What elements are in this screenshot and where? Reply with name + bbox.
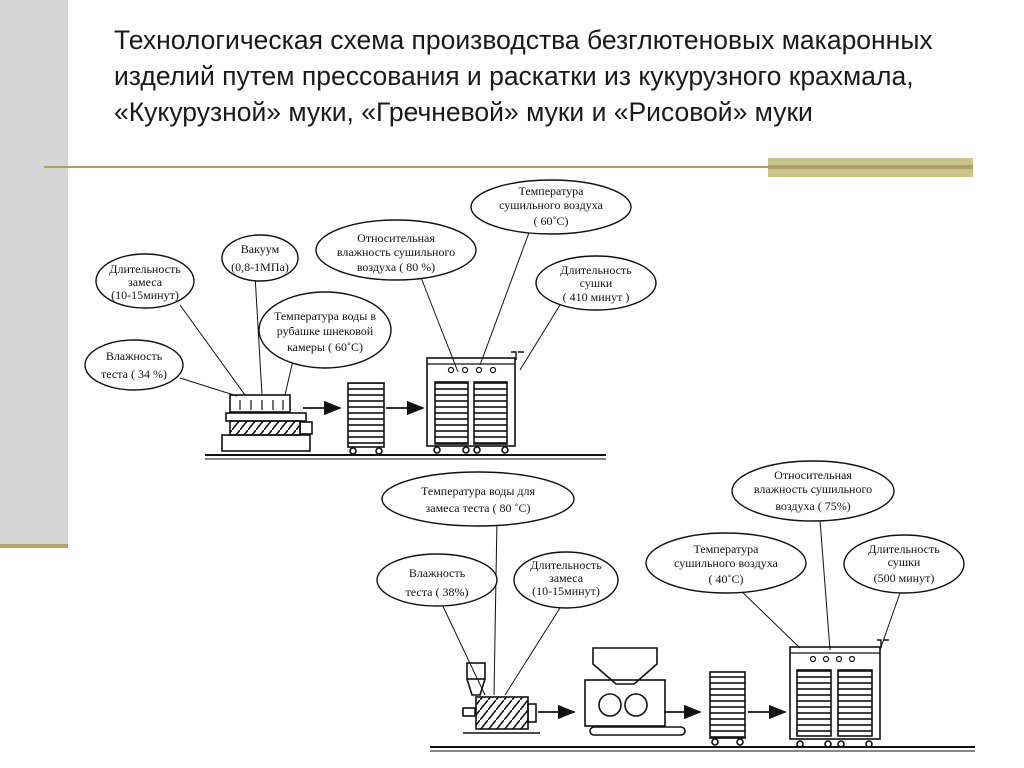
- bottom-bubble-air-temp: Температура сушильного воздуха ( 40˚С): [645, 532, 807, 594]
- bottom-bubble-kneading-time-line-3: (10-15минут): [532, 584, 600, 598]
- top-bubble-dough-moisture-line-1: Влажность: [106, 349, 163, 363]
- bottom-rolling-machine: [584, 647, 686, 736]
- title-divider: [44, 166, 973, 168]
- top-bubble-vacuum: Вакуум (0,8-1МПа): [221, 234, 299, 282]
- top-bubble-drying-time-line-1: Длительность: [560, 263, 632, 277]
- bottom-bubble-humidity-line-2: влажность сушильного: [754, 482, 872, 496]
- top-bubble-water-temp-line-2: рубашке шнековой: [277, 324, 374, 338]
- bottom-bubble-kneading-time-line-1: Длительность: [530, 558, 602, 572]
- top-bubble-air-temp-line-3: ( 60˚С): [534, 214, 569, 228]
- top-bubble-drying-time-line-3: ( 410 минут ): [563, 290, 630, 304]
- bottom-bubble-dough-moisture-line-2: теста ( 38%): [406, 585, 469, 599]
- bottom-bubble-drying-time-line-1: Длительность: [868, 542, 940, 556]
- left-decor-bar-edge: [0, 544, 68, 548]
- top-bubble-air-temp: Температура сушильного воздуха ( 60˚С): [470, 179, 632, 235]
- top-bubble-vacuum-line-1: Вакуум: [241, 242, 280, 256]
- top-bubble-humidity-line-3: воздуха ( 80 %): [357, 260, 435, 274]
- bottom-bubble-humidity-line-1: Относительная: [774, 468, 852, 482]
- top-bubble-humidity-line-2: влажность сушильного: [337, 245, 455, 259]
- top-bubble-air-temp-line-2: сушильного воздуха: [499, 198, 603, 212]
- bottom-bubble-dough-moisture: Влажность теста ( 38%): [376, 553, 498, 607]
- bottom-leader-lines: [439, 517, 901, 696]
- top-extruder-press: [221, 394, 313, 452]
- top-bubble-dough-moisture: Влажность теста ( 34 %): [84, 339, 184, 391]
- bottom-bubble-drying-time: Длительность сушки (500 минут): [843, 534, 965, 594]
- bottom-floor-line: [430, 746, 975, 752]
- top-bubble-humidity-line-1: Относительная: [357, 231, 435, 245]
- slide-title: Технологическая схема производства безгл…: [114, 25, 933, 127]
- top-bubble-kneading-time-line-2: замеса: [128, 275, 163, 289]
- top-bubble-water-temp: Температура воды в рубашке шнековой каме…: [258, 291, 392, 369]
- bottom-bubble-humidity-line-3: воздуха ( 75%): [775, 499, 850, 513]
- bottom-scheme: Температура воды для замеса теста ( 80 ˚…: [376, 460, 975, 752]
- top-bubble-air-temp-line-1: Температура: [519, 184, 585, 198]
- top-bubble-kneading-time-line-3: (10-15минут): [111, 288, 179, 302]
- bottom-bubble-humidity: Относительная влажность сушильного возду…: [731, 460, 895, 522]
- bottom-dryer-chamber: [789, 639, 889, 748]
- top-bubble-kneading-time: Длительность замеса (10-15минут): [95, 253, 195, 309]
- top-bubble-kneading-time-line-1: Длительность: [109, 262, 181, 276]
- top-dryer-chamber: [426, 351, 524, 454]
- left-decor-bar: [0, 0, 68, 548]
- title-divider-accent-line: [768, 165, 973, 169]
- bottom-mixer-press: [462, 662, 540, 734]
- bottom-bubble-water-temp-line-1: Температура воды для: [421, 484, 535, 498]
- top-bubble-drying-time-line-2: сушки: [580, 276, 613, 290]
- top-drying-cart: [347, 382, 385, 455]
- top-leader-lines: [179, 229, 561, 397]
- bottom-bubble-water-temp-line-2: замеса теста ( 80 ˚С): [426, 501, 531, 515]
- top-bubble-humidity: Относительная влажность сушильного возду…: [315, 219, 477, 281]
- bottom-bubble-drying-time-line-3: (500 минут): [874, 571, 935, 585]
- bottom-bubble-kneading-time-line-2: замеса: [549, 571, 584, 585]
- bottom-bubble-air-temp-line-1: Температура: [694, 542, 760, 556]
- bottom-bubble-drying-time-line-2: сушки: [888, 555, 921, 569]
- bottom-bubble-dough-moisture-line-1: Влажность: [409, 566, 466, 580]
- bottom-bubble-air-temp-line-3: ( 40˚С): [709, 572, 744, 586]
- bottom-drying-cart: [709, 671, 746, 746]
- top-bubble-water-temp-line-3: камеры ( 60˚С): [287, 340, 363, 354]
- top-floor-line: [205, 454, 606, 460]
- bottom-bubble-kneading-time: Длительность замеса (10-15минут): [513, 551, 619, 609]
- top-bubble-water-temp-line-1: Температура воды в: [274, 309, 376, 323]
- bottom-bubble-water-temp: Температура воды для замеса теста ( 80 ˚…: [381, 471, 575, 527]
- top-bubble-vacuum-line-2: (0,8-1МПа): [231, 260, 289, 274]
- top-scheme: Длительность замеса (10-15минут) Вакуум …: [84, 179, 657, 460]
- top-bubble-drying-time: Длительность сушки ( 410 минут ): [535, 255, 657, 311]
- top-bubble-dough-moisture-line-2: теста ( 34 %): [101, 367, 167, 381]
- bottom-bubble-air-temp-line-2: сушильного воздуха: [674, 556, 778, 570]
